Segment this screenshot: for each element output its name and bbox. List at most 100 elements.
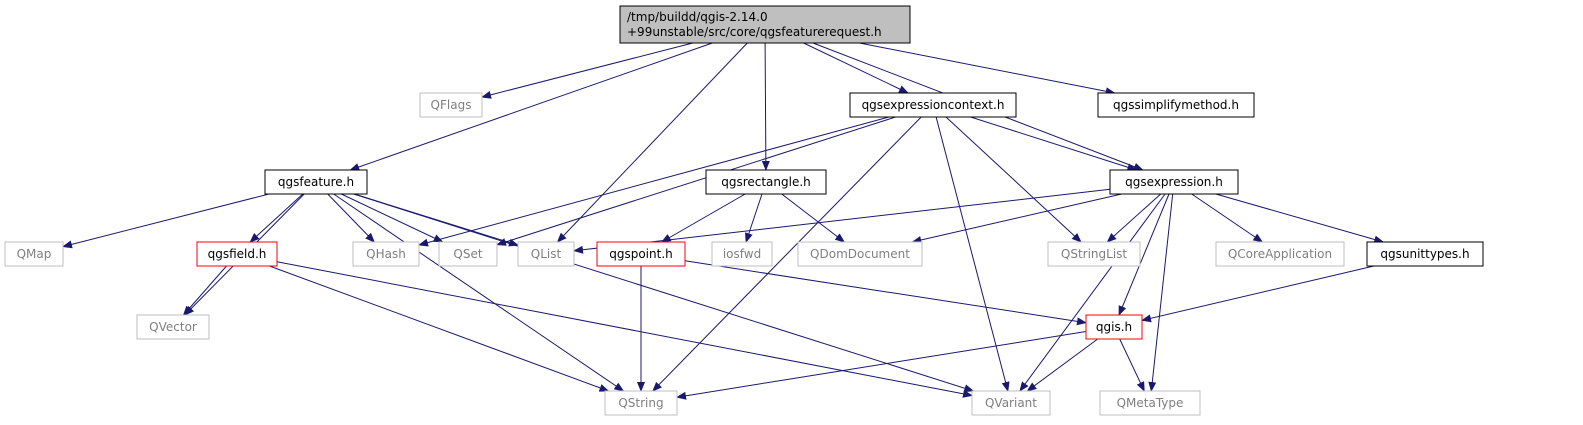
edge-qgsexpression-to-qcoreapplication (1191, 193, 1264, 243)
node-qdomdocument[interactable]: QDomDocument (797, 241, 923, 267)
edges-layer (62, 42, 1385, 400)
node-label-qvariant: QVariant (985, 396, 1037, 410)
edge-qgsexpressioncontext-to-qvariant (935, 116, 1010, 392)
node-box-qgsfeature (264, 169, 368, 195)
node-box-qgsfield (196, 241, 278, 267)
node-label-qgsexpression: qgsexpression.h (1125, 175, 1223, 189)
node-label-qgsexpressioncontext: qgsexpressioncontext.h (862, 98, 1005, 112)
edge-root-to-qlist (556, 42, 748, 243)
edge-qgsfeature-to-qhash (327, 193, 375, 243)
node-qgssimplifymethod[interactable]: qgssimplifymethod.h (1097, 92, 1255, 118)
node-label-qdomdocument: QDomDocument (810, 247, 910, 261)
node-label-qgsrectangle: qgsrectangle.h (721, 175, 811, 189)
node-box-qstring (604, 390, 678, 416)
edge-qgsfield-to-qvariant (276, 261, 973, 398)
node-label-root-line-1: /tmp/buildd/qgis-2.14.0 (627, 10, 768, 24)
node-label-qgis: qgis.h (1096, 320, 1132, 334)
node-box-qcoreapplication (1215, 241, 1345, 267)
node-qmetatype[interactable]: QMetaType (1099, 390, 1201, 416)
node-qcoreapplication[interactable]: QCoreApplication (1215, 241, 1345, 267)
edge-qgsfield-to-qvector (182, 265, 227, 316)
edge-qgsrectangle-to-iosfwd (745, 193, 763, 243)
edge-qgspoint-to-qgis (684, 260, 1087, 326)
node-label-iosfwd: iosfwd (723, 247, 761, 261)
edge-qgsexpression-to-qdomdocument (911, 193, 1122, 244)
node-qgsexpression[interactable]: qgsexpression.h (1109, 169, 1239, 195)
node-qvariant[interactable]: QVariant (971, 390, 1051, 416)
node-label-qstringlist: QStringList (1061, 247, 1128, 261)
edge-root-to-qgsexpressioncontext (803, 42, 909, 94)
edge-qgsexpression-to-qvariant (1019, 193, 1166, 392)
node-qstringlist[interactable]: QStringList (1047, 241, 1141, 267)
node-qgsfield[interactable]: qgsfield.h (196, 241, 278, 267)
node-qmap[interactable]: QMap (4, 241, 64, 267)
node-qgspoint[interactable]: qgspoint.h (596, 241, 686, 267)
node-label-root-line-2: +99unstable/src/core/qgsfeaturerequest.h (627, 25, 882, 39)
edge-qgsfeature-to-qmap (62, 193, 270, 249)
edge-qgsexpression-to-qstringlist (1106, 193, 1162, 243)
node-box-qvector (136, 314, 210, 340)
node-box-qset (438, 241, 498, 267)
node-box-qgspoint (596, 241, 686, 267)
node-label-qgsfeature: qgsfeature.h (278, 175, 354, 189)
node-qflags[interactable]: QFlags (419, 92, 483, 118)
node-box-qmetatype (1099, 390, 1201, 416)
node-box-qvariant (971, 390, 1051, 416)
node-label-qmetatype: QMetaType (1117, 396, 1184, 410)
edge-qgsfeature-to-qgsfield (249, 193, 304, 243)
node-qset[interactable]: QSet (438, 241, 498, 267)
node-box-qgis (1085, 314, 1143, 340)
node-qgsexpressioncontext[interactable]: qgsexpressioncontext.h (849, 92, 1017, 118)
node-qgsunittypes[interactable]: qgsunittypes.h (1366, 241, 1484, 267)
edge-qgsexpressioncontext-to-qstringlist (945, 116, 1082, 243)
node-label-qset: QSet (453, 247, 482, 261)
node-box-qstringlist (1047, 241, 1141, 267)
nodes-layer: /tmp/buildd/qgis-2.14.0+99unstable/src/c… (4, 5, 1484, 416)
node-qgis[interactable]: qgis.h (1085, 314, 1143, 340)
edge-qgsexpressioncontext-to-qset (496, 116, 896, 246)
node-label-qlist: QList (531, 247, 562, 261)
node-box-qgsunittypes (1366, 241, 1484, 267)
node-box-qgsexpressioncontext (849, 92, 1017, 118)
node-label-qcoreapplication: QCoreApplication (1228, 247, 1332, 261)
edge-qgsexpressioncontext-to-qhash (418, 116, 890, 247)
node-box-root (619, 5, 911, 44)
node-qlist[interactable]: QList (517, 241, 575, 267)
node-label-qvector: QVector (149, 320, 197, 334)
edge-qgsfeature-to-qstring (333, 193, 625, 392)
node-label-qstring: QString (618, 396, 663, 410)
edge-root-to-qflags (481, 42, 693, 99)
edge-qgsfeature-to-qset (341, 193, 444, 243)
edge-qgsexpressioncontext-to-qgsexpression (970, 116, 1138, 172)
node-label-qgssimplifymethod: qgssimplifymethod.h (1113, 98, 1239, 112)
edge-qgis-to-qmetatype (1119, 338, 1145, 392)
node-label-qgspoint: qgspoint.h (609, 247, 673, 261)
node-box-qgssimplifymethod (1097, 92, 1255, 118)
edge-qgis-to-qstring (676, 331, 1087, 400)
edge-qgsrectangle-to-qdomdocument (781, 193, 846, 243)
node-qvector[interactable]: QVector (136, 314, 210, 340)
node-qhash[interactable]: QHash (352, 241, 420, 267)
edge-root-to-qgsrectangle (761, 42, 770, 171)
node-box-qgsrectangle (705, 169, 827, 195)
node-qstring[interactable]: QString (604, 390, 678, 416)
node-box-qflags (419, 92, 483, 118)
node-label-qgsfield: qgsfield.h (208, 247, 267, 261)
node-label-qflags: QFlags (431, 98, 472, 112)
node-root: /tmp/buildd/qgis-2.14.0+99unstable/src/c… (619, 5, 911, 44)
edge-root-to-qgssimplifymethod (859, 42, 1116, 96)
edge-qgsexpression-to-qlist (573, 188, 1111, 254)
node-label-qmap: QMap (17, 247, 52, 261)
node-label-qgsunittypes: qgsunittypes.h (1380, 247, 1469, 261)
node-iosfwd[interactable]: iosfwd (711, 241, 773, 267)
node-qgsrectangle[interactable]: qgsrectangle.h (705, 169, 827, 195)
edge-qgsexpression-to-qgis (1118, 193, 1170, 316)
node-box-qdomdocument (797, 241, 923, 267)
node-qgsfeature[interactable]: qgsfeature.h (264, 169, 368, 195)
edge-qgsexpression-to-qmetatype (1148, 193, 1174, 392)
node-box-qmap (4, 241, 64, 267)
edge-qgis-to-qvariant (1026, 338, 1098, 392)
node-box-qhash (352, 241, 420, 267)
edge-qgsexpressioncontext-to-qstring (652, 116, 922, 392)
